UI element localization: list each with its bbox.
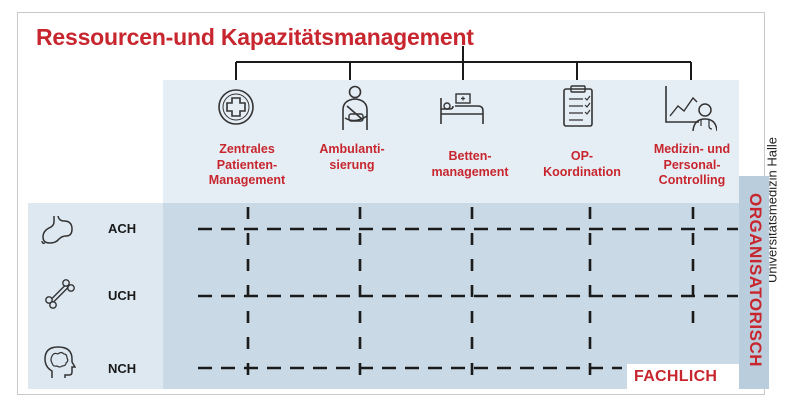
arm-sling-patient-icon — [342, 85, 368, 130]
department-label: Medizin- und Personal- Controlling — [653, 142, 731, 188]
fachlich-box — [627, 364, 739, 389]
department-label: Ambulanti- sierung — [319, 142, 385, 172]
stomach-icon — [41, 215, 73, 244]
department-header-panel — [163, 80, 739, 203]
department-label: Betten- management — [431, 149, 509, 179]
clipboard-checklist-icon — [563, 85, 593, 127]
brain-head-icon — [44, 346, 76, 378]
organisatorisch-label: ORGANISATORISCH — [746, 192, 765, 368]
hospital-bed-icon — [440, 93, 484, 124]
bone-icon — [45, 279, 75, 309]
chart-doctor-icon — [665, 86, 717, 132]
fachlich-label: FACHLICH — [634, 368, 718, 385]
organisatorisch-band — [739, 176, 769, 389]
unit-label: UCH — [108, 288, 137, 303]
department-label: OP- Koordination — [543, 149, 621, 179]
unit-label: NCH — [108, 361, 137, 376]
medical-cross-circle-icon — [218, 89, 254, 125]
unit-label-panel — [28, 203, 163, 389]
department-label: Zentrales Patienten- Management — [208, 142, 286, 188]
unit-label: ACH — [108, 221, 137, 236]
diagram-title: Ressourcen-und Kapazitätsmanagement — [36, 24, 474, 50]
